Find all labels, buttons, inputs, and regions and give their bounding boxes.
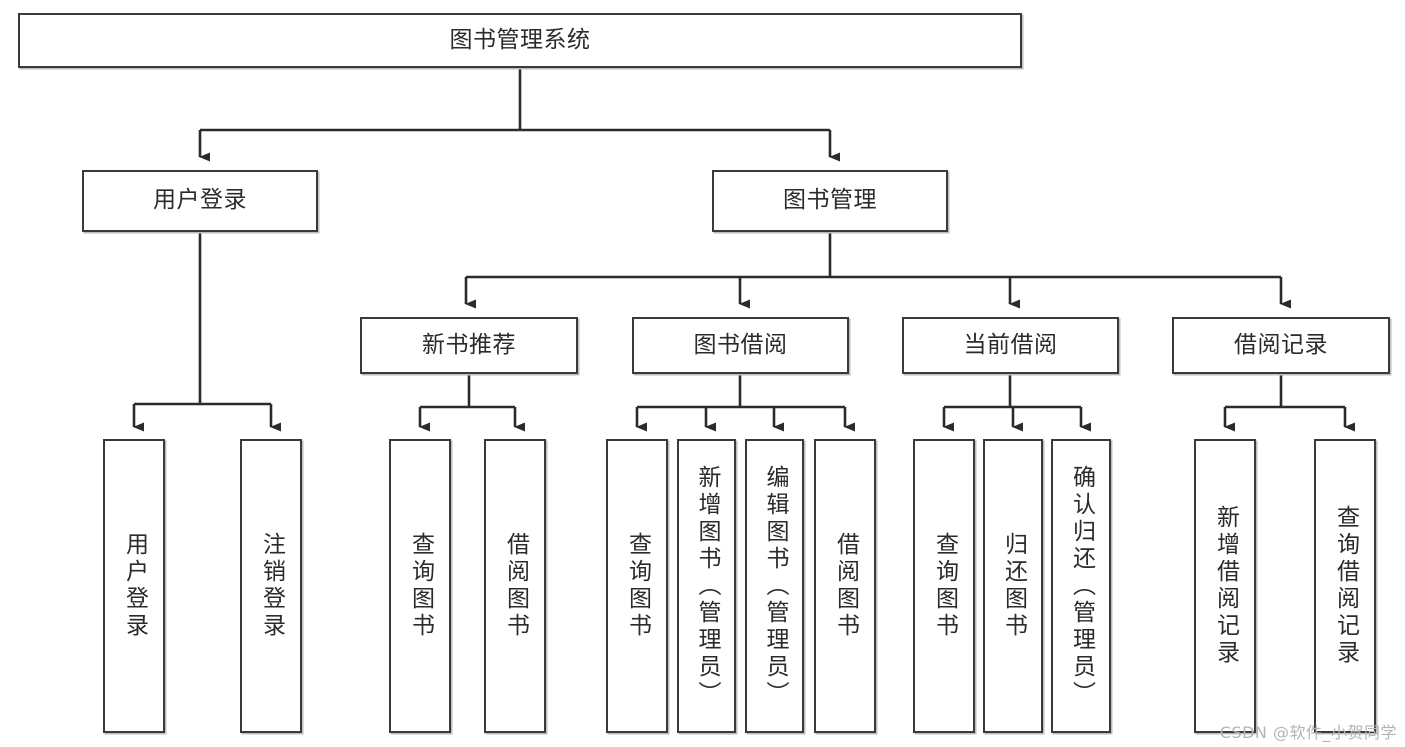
node-new-book-recommend[interactable]: 新书推荐 bbox=[360, 317, 578, 374]
leaf-current-return-book[interactable]: 归还图书 bbox=[983, 439, 1043, 733]
leaf-user-login-login[interactable]: 用户登录 bbox=[103, 439, 165, 733]
leaf-new-book-borrow[interactable]: 借阅图书 bbox=[484, 439, 546, 733]
node-book-management[interactable]: 图书管理 bbox=[712, 170, 948, 232]
node-label: 确认归还（管理员） bbox=[1068, 464, 1095, 708]
leaf-current-query-book[interactable]: 查询图书 bbox=[913, 439, 975, 733]
node-label: 用户登录 bbox=[153, 187, 247, 214]
node-borrow-record[interactable]: 借阅记录 bbox=[1172, 317, 1390, 374]
leaf-record-add-borrow-record[interactable]: 新增借阅记录 bbox=[1194, 439, 1256, 733]
node-label: 借阅图书 bbox=[832, 532, 859, 640]
node-label: 查询图书 bbox=[407, 532, 434, 640]
leaf-borrow-edit-book-admin[interactable]: 编辑图书（管理员） bbox=[745, 439, 804, 733]
leaf-new-book-query[interactable]: 查询图书 bbox=[389, 439, 451, 733]
node-label: 新增图书（管理员） bbox=[694, 464, 720, 708]
node-label: 查询图书 bbox=[931, 532, 958, 640]
node-label: 注销登录 bbox=[258, 532, 285, 640]
leaf-current-confirm-return-admin[interactable]: 确认归还（管理员） bbox=[1051, 439, 1111, 733]
node-label: 借阅图书 bbox=[502, 532, 529, 640]
node-label: 新书推荐 bbox=[422, 331, 516, 358]
node-label: 图书借阅 bbox=[693, 331, 788, 358]
node-label: 借阅记录 bbox=[1234, 331, 1328, 358]
watermark-text: CSDN @软件_小贺同学 bbox=[1219, 723, 1397, 742]
leaf-user-login-logout[interactable]: 注销登录 bbox=[240, 439, 302, 733]
node-book-borrow[interactable]: 图书借阅 bbox=[632, 317, 849, 374]
node-user-login[interactable]: 用户登录 bbox=[82, 170, 318, 232]
node-root-book-management-system[interactable]: 图书管理系统 bbox=[18, 13, 1022, 68]
node-label: 用户登录 bbox=[121, 532, 148, 640]
leaf-borrow-borrow-book[interactable]: 借阅图书 bbox=[814, 439, 876, 733]
node-current-borrow[interactable]: 当前借阅 bbox=[902, 317, 1119, 374]
node-label: 查询借阅记录 bbox=[1332, 505, 1359, 667]
leaf-borrow-add-book-admin[interactable]: 新增图书（管理员） bbox=[677, 439, 736, 733]
leaf-record-query-borrow-record[interactable]: 查询借阅记录 bbox=[1314, 439, 1376, 733]
node-label: 图书管理 bbox=[783, 187, 877, 214]
node-label: 新增借阅记录 bbox=[1212, 505, 1239, 667]
node-label: 编辑图书（管理员） bbox=[762, 464, 788, 708]
node-label: 图书管理系统 bbox=[449, 26, 591, 53]
leaf-borrow-query-book[interactable]: 查询图书 bbox=[606, 439, 668, 733]
node-label: 当前借阅 bbox=[963, 331, 1058, 358]
node-label: 查询图书 bbox=[624, 532, 651, 640]
node-label: 归还图书 bbox=[1000, 532, 1027, 640]
